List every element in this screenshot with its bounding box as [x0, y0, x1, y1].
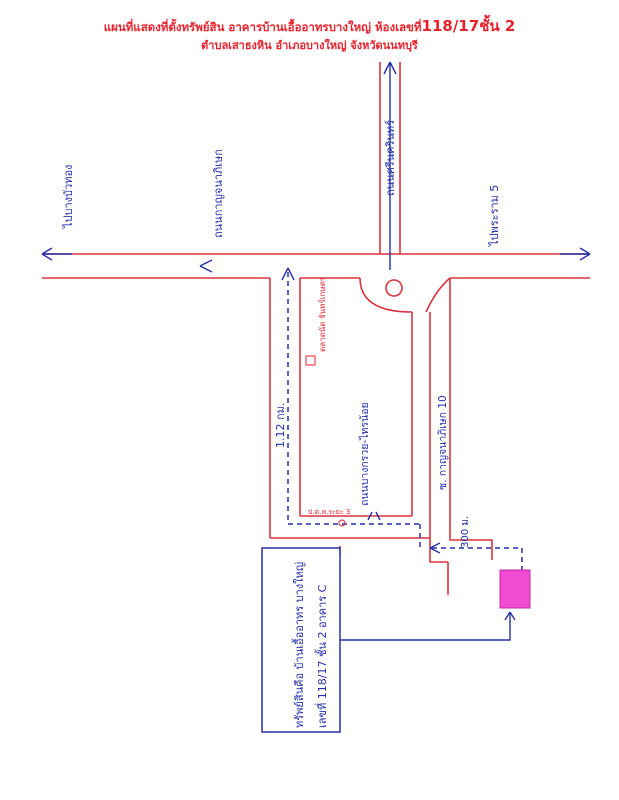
label-landmark: ตลาดนัด จันทร์เกษตร: [317, 276, 327, 352]
label-kanchanaphisek-road: ถนนกาญจนาภิเษก: [212, 149, 225, 238]
route-arrow-left-a: [281, 267, 289, 281]
route-arrow-left-b: [287, 267, 295, 281]
arrow-east-head-lower: [579, 253, 591, 261]
label-distance-right: 300 ม.: [460, 516, 471, 548]
title-suffix: ชั้น 2: [479, 17, 516, 35]
label-soi: ซ. กาญจนาภิเษก 10: [437, 395, 449, 490]
junction-curve-right: [425, 277, 451, 313]
route-arrow-mid-a: [367, 511, 373, 521]
north-arrow-right: [389, 61, 397, 75]
arrow-east-head-upper: [579, 247, 591, 255]
label-small: ป.ต.ท.ระยะ 3: [308, 508, 350, 516]
label-to-rama5: ไปพระราม 5: [488, 185, 501, 247]
kanchanaphisek-arrow-lower: [199, 265, 213, 273]
landmark-marker: [305, 355, 316, 366]
map-title: แผนที่แสดงที่ตั้งทรัพย์สิน อาคารบ้านเอื้…: [0, 14, 619, 38]
lower-branch-right: [449, 520, 493, 560]
map-subtitle: ตำบลเสาธงหิน อำเภอบางใหญ่ จังหวัดนนทบุรี: [201, 39, 418, 52]
title-prefix: แผนที่แสดงที่ตั้งทรัพย์สิน อาคารบ้านเอื้…: [103, 20, 422, 34]
route-arrow-mid-b: [375, 511, 381, 521]
callout-line-2: เลขที่ 118/17 ชั้น 2 อาคาร C: [314, 584, 329, 728]
label-north-road: ถนนศรีนครินทร์: [384, 120, 397, 196]
kanchanaphisek-arrow-upper: [199, 259, 213, 267]
north-arrow-left: [383, 61, 391, 75]
small-landmark-circle: [338, 519, 346, 527]
property-callout-box: [261, 547, 341, 733]
title-room-number: 118/17: [421, 17, 480, 35]
callout-pointer-head-b: [509, 611, 516, 621]
arrow-west-head-lower: [41, 253, 53, 261]
callout-pointer-head-a: [504, 611, 511, 621]
callout-line-1: ทรัพย์สินคือ บ้านเอื้ออาทร บางใหญ่: [291, 562, 306, 728]
callout-pointer-line: [340, 612, 511, 641]
route-arrow-right-a: [429, 542, 441, 549]
route-arrow-right-b: [429, 547, 441, 554]
label-bangkruai-road: ถนนบางกรวย-ไทรน้อย: [358, 402, 371, 506]
property-location-marker: [499, 569, 531, 609]
label-to-bangbuathong: ไปบางบัวทอง: [62, 165, 75, 229]
roundabout: [385, 279, 403, 297]
label-distance-left: 1.12 กม.: [274, 403, 287, 448]
arrow-west-head-upper: [41, 247, 53, 255]
junction-curve-left: [359, 277, 413, 313]
